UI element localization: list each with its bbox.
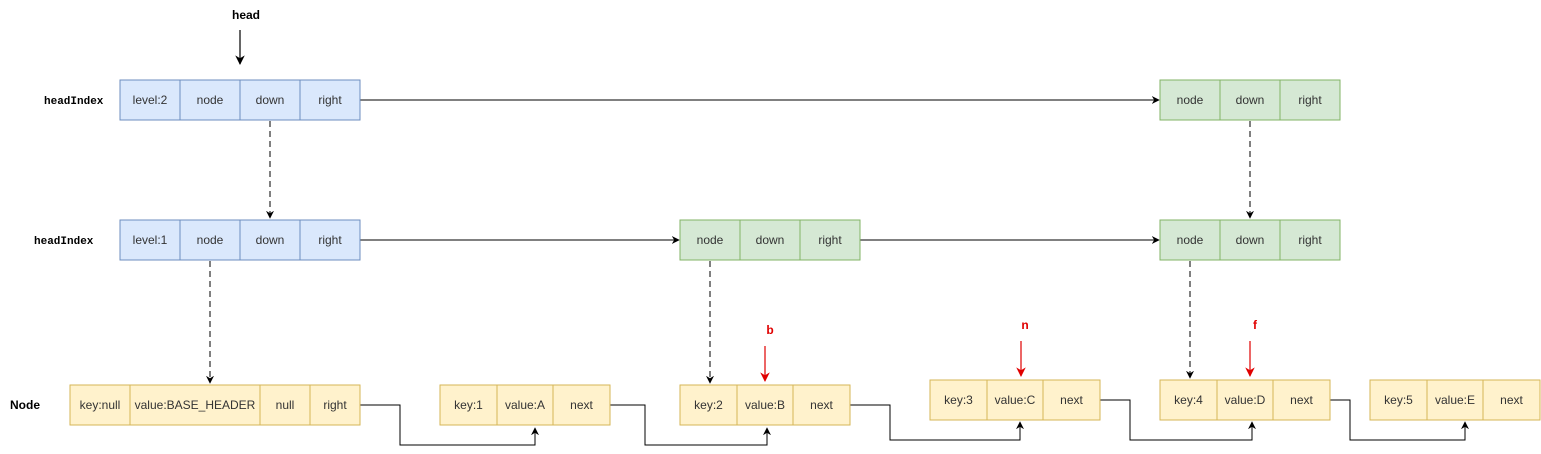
head-index-level2-label: headIndex <box>44 96 104 108</box>
node-c-cell <box>986 379 1044 421</box>
level1-index-b-cell-label: node <box>697 233 724 247</box>
level1-head-index-cell-label: down <box>256 233 285 247</box>
node-d-cell-label: value:D <box>1225 393 1266 407</box>
level2-head-index-cell <box>179 79 241 121</box>
level2-head-index: level:2 node down right <box>119 79 361 121</box>
node-c-cell-label: next <box>1060 393 1083 407</box>
box-layer: level:2 node down right node down right level… <box>69 79 1541 426</box>
head-label: head <box>232 8 260 22</box>
node-header-cell <box>309 384 361 426</box>
node-e-cell <box>1426 379 1484 421</box>
node-e-cell-label: key:5 <box>1384 393 1413 407</box>
node-header-cell-label: right <box>323 398 347 412</box>
level1-head-index-cell-label: right <box>318 233 342 247</box>
node-header-cell-label: key:null <box>80 398 121 412</box>
node-header-cell-label: value:BASE_HEADER <box>135 398 256 412</box>
node-e-cell <box>1369 379 1428 421</box>
level2-index-cell-label: node <box>1177 93 1204 107</box>
node-c-cell-label: key:3 <box>944 393 973 407</box>
label-layer: head headIndex headIndex Node b n f <box>10 8 1258 412</box>
level1-head-index-cell <box>179 219 241 261</box>
level2-head-index-cell-label: level:2 <box>133 93 168 107</box>
level1-index-b-cell <box>679 219 741 261</box>
head-index-level1-label: headIndex <box>34 236 94 248</box>
level1-index-b-cell-label: right <box>818 233 842 247</box>
a-next-arrow <box>610 404 771 446</box>
pointer-n-label: n <box>1021 318 1028 332</box>
node-d-cell <box>1159 379 1218 421</box>
level1-head-index-cell-label: level:1 <box>133 233 168 247</box>
node-e-cell-label: value:E <box>1435 393 1475 407</box>
level1-head-index: level:1 node down right <box>119 219 361 261</box>
level1-index-d-cell <box>1159 219 1221 261</box>
d-next-arrow <box>1330 399 1469 441</box>
pointer-f-label: f <box>1253 318 1258 332</box>
header-next-arrow <box>360 404 539 446</box>
level2-index: node down right <box>1159 79 1341 121</box>
level1-index-b-cell <box>799 219 861 261</box>
pointer-b-label: b <box>766 323 773 337</box>
node-a-cell <box>552 384 611 426</box>
node-header: key:null value:BASE_HEADER null right <box>69 384 361 426</box>
level1-head-index-cell <box>239 219 301 261</box>
level1-index-d-cell-label: right <box>1298 233 1322 247</box>
node-c-cell <box>1042 379 1101 421</box>
level2-head-index-cell-label: down <box>256 93 285 107</box>
level1-index-d: node down right <box>1159 219 1341 261</box>
node-d-cell-label: key:4 <box>1174 393 1203 407</box>
level2-index-cell <box>1279 79 1341 121</box>
level2-head-index-cell-label: node <box>197 93 224 107</box>
node-d-cell <box>1272 379 1331 421</box>
node-c-cell-label: value:C <box>995 393 1036 407</box>
node-b-cell-label: next <box>810 398 833 412</box>
node-e-cell-label: next <box>1500 393 1523 407</box>
level1-head-index-cell <box>119 219 181 261</box>
level1-head-index-cell-label: node <box>197 233 224 247</box>
node-b-cell <box>736 384 794 426</box>
node-e: key:5 value:E next <box>1369 379 1541 421</box>
node-e-cell <box>1482 379 1541 421</box>
node-a-cell-label: value:A <box>505 398 545 412</box>
node-a-cell <box>439 384 498 426</box>
node-row-label: Node <box>10 398 40 412</box>
node-d-cell-label: next <box>1290 393 1313 407</box>
node-b-cell <box>792 384 851 426</box>
node-b-cell-label: value:B <box>745 398 785 412</box>
connector-layer <box>206 30 1469 446</box>
node-c-cell <box>929 379 988 421</box>
level1-index-b-cell-label: down <box>756 233 785 247</box>
node-b-cell <box>679 384 738 426</box>
node-a-cell-label: key:1 <box>454 398 483 412</box>
level1-head-index-cell <box>299 219 361 261</box>
level2-head-index-cell-label: right <box>318 93 342 107</box>
level2-index-cell-label: down <box>1236 93 1265 107</box>
level2-index-cell <box>1219 79 1281 121</box>
node-a-cell-label: next <box>570 398 593 412</box>
level2-index-cell-label: right <box>1298 93 1322 107</box>
node-header-cell-label: null <box>276 398 295 412</box>
level1-index-b: node down right <box>679 219 861 261</box>
level1-index-d-cell-label: node <box>1177 233 1204 247</box>
c-next-arrow <box>1100 399 1256 441</box>
node-header-cell <box>129 384 261 426</box>
node-b-cell-label: key:2 <box>694 398 723 412</box>
level2-index-cell <box>1159 79 1221 121</box>
node-b: key:2 value:B next <box>679 384 851 426</box>
level2-head-index-cell <box>299 79 361 121</box>
level1-index-d-cell <box>1279 219 1341 261</box>
b-next-arrow <box>850 404 1024 441</box>
level1-index-d-cell <box>1219 219 1281 261</box>
node-a: key:1 value:A next <box>439 384 611 426</box>
node-c: key:3 value:C next <box>929 379 1101 421</box>
level1-index-d-cell-label: down <box>1236 233 1265 247</box>
level2-head-index-cell <box>239 79 301 121</box>
node-d: key:4 value:D next <box>1159 379 1331 421</box>
